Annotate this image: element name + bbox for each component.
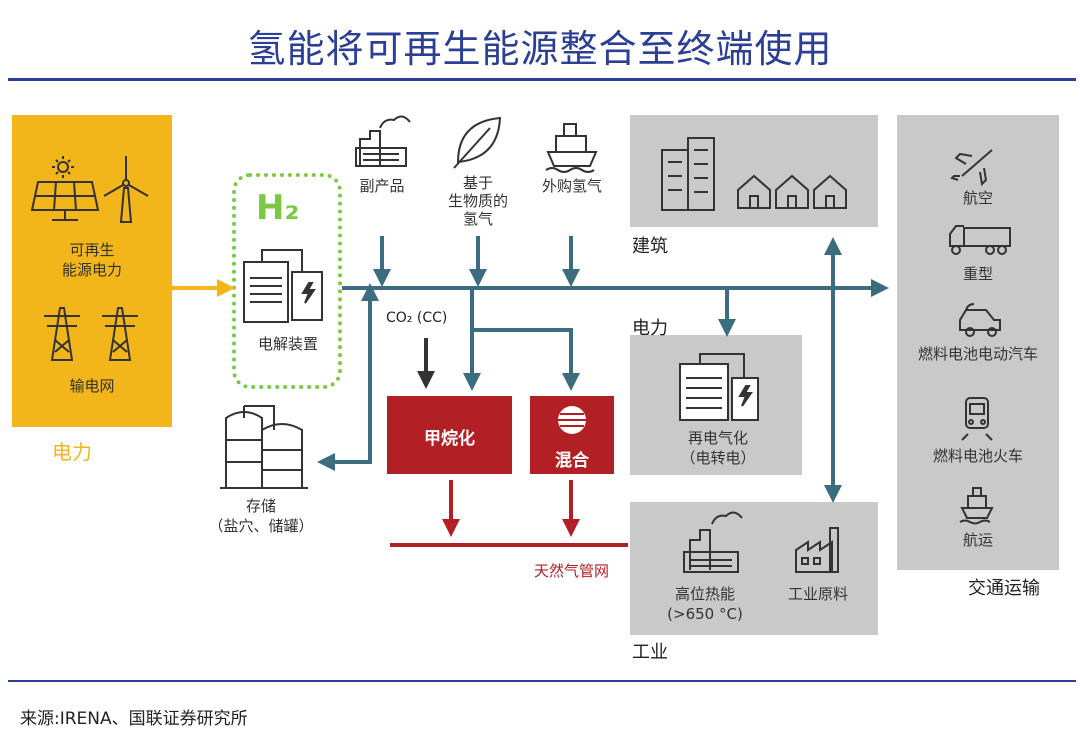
- truck-icon: [949, 225, 1011, 255]
- source-note: 来源:IRENA、国联证券研究所: [20, 709, 248, 729]
- power-section-label: 电力: [52, 440, 92, 464]
- ship-transport-icon: [959, 487, 994, 525]
- transport-panel: [897, 115, 1059, 570]
- import-hydrogen-label: 外购氢气: [541, 177, 602, 195]
- blending-feed-arrow: [470, 288, 580, 391]
- renewable-power-label: 可再生 能源电力: [61, 241, 122, 279]
- blending-label: 混合: [555, 451, 589, 471]
- co2-label: CO₂ (CC): [386, 310, 448, 326]
- high-temp-factory-icon: [683, 511, 743, 573]
- ship-icon: [545, 123, 598, 173]
- industry-section-label: 工业: [632, 642, 668, 663]
- train-icon: [961, 397, 993, 441]
- factory-icon: [355, 115, 411, 167]
- methanation-box: [387, 396, 512, 474]
- mix-icon: [558, 406, 586, 434]
- footer-divider: [8, 680, 1076, 682]
- power-end-section-label: 电力: [632, 318, 668, 339]
- transport-section-label: 交通运输: [968, 578, 1040, 599]
- wind-turbine-icon: [103, 156, 149, 223]
- page-title: 氢能将可再生能源整合至终端使用: [247, 27, 833, 71]
- sun-icon: [52, 156, 74, 178]
- byproduct-label: 副产品: [359, 177, 405, 195]
- city-buildings-icon: [661, 137, 715, 211]
- biomass-hydrogen-label: 基于 生物质的 氢气: [447, 174, 508, 228]
- fuel-cell-icon: [679, 353, 759, 421]
- transport-item-shipping: 航运: [962, 531, 993, 549]
- industrial-feedstock-label: 工业原料: [787, 585, 848, 603]
- transport-item-fc-train: 燃料电池火车: [932, 447, 1023, 465]
- title-divider: [8, 78, 1076, 81]
- industrial-plant-icon: [795, 527, 839, 573]
- buildings-section-label: 建筑: [632, 236, 668, 257]
- airplane-icon: [950, 149, 993, 187]
- houses-icon: [737, 174, 847, 209]
- h2-label: H₂: [256, 188, 300, 228]
- electrolyzer-icon: [243, 249, 323, 323]
- car-icon: [959, 303, 1001, 337]
- high-temp-heat-label: 高位热能 (>650 °C): [667, 585, 743, 623]
- methanation-label: 甲烷化: [424, 429, 475, 449]
- industry-panel: [630, 502, 878, 635]
- transport-item-fcev: 燃料电池电动汽车: [917, 345, 1038, 363]
- leaf-icon: [453, 116, 502, 169]
- transport-item-aviation: 航空: [962, 189, 993, 207]
- storage-label: 存储 （盐穴、储罐）: [208, 497, 314, 535]
- solar-panel-icon: [30, 181, 100, 221]
- power-panel: [12, 115, 172, 427]
- reelectrification-label: 再电气化 （电转电）: [680, 429, 756, 467]
- grid-label: 输电网: [69, 377, 115, 395]
- storage-arrow: [317, 288, 372, 471]
- gas-grid-label: 天然气管网: [534, 562, 610, 580]
- storage-tanks-icon: [220, 405, 308, 489]
- transport-item-heavy: 重型: [962, 265, 993, 283]
- electrolyzer-label: 电解装置: [257, 335, 318, 353]
- transmission-tower-icon: [44, 307, 138, 361]
